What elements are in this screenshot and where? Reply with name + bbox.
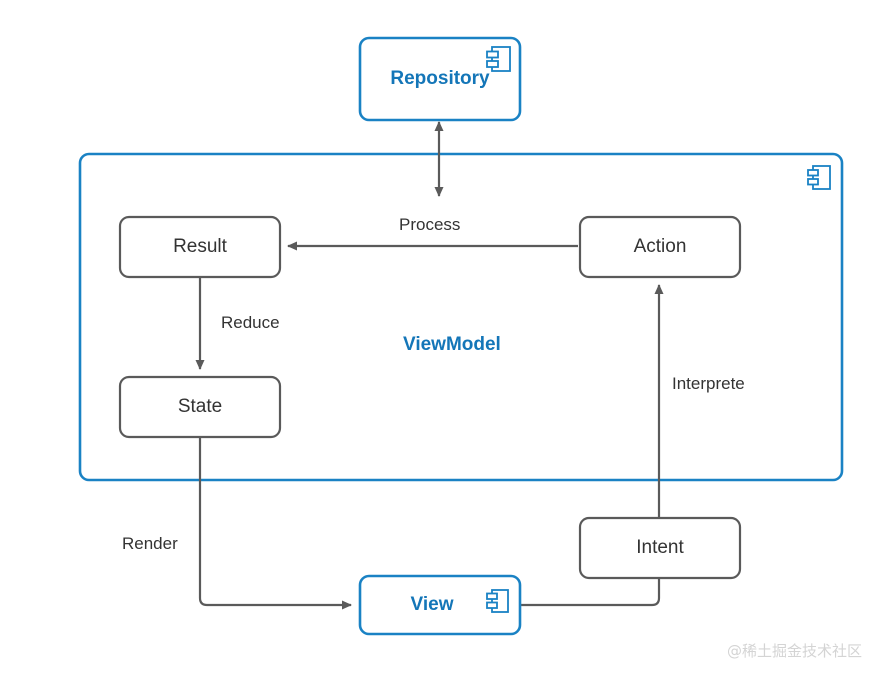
uml-component-icon [486,589,509,613]
node-state[interactable] [118,375,282,439]
node-view[interactable] [358,574,522,636]
node-repository[interactable] [358,36,522,122]
edge-render [198,438,352,610]
uml-component-icon [807,165,831,190]
edge-view-intent [521,579,661,607]
node-intent[interactable] [578,516,742,580]
node-result[interactable] [118,215,282,279]
node-action[interactable] [578,215,742,279]
uml-component-icon [486,46,511,72]
